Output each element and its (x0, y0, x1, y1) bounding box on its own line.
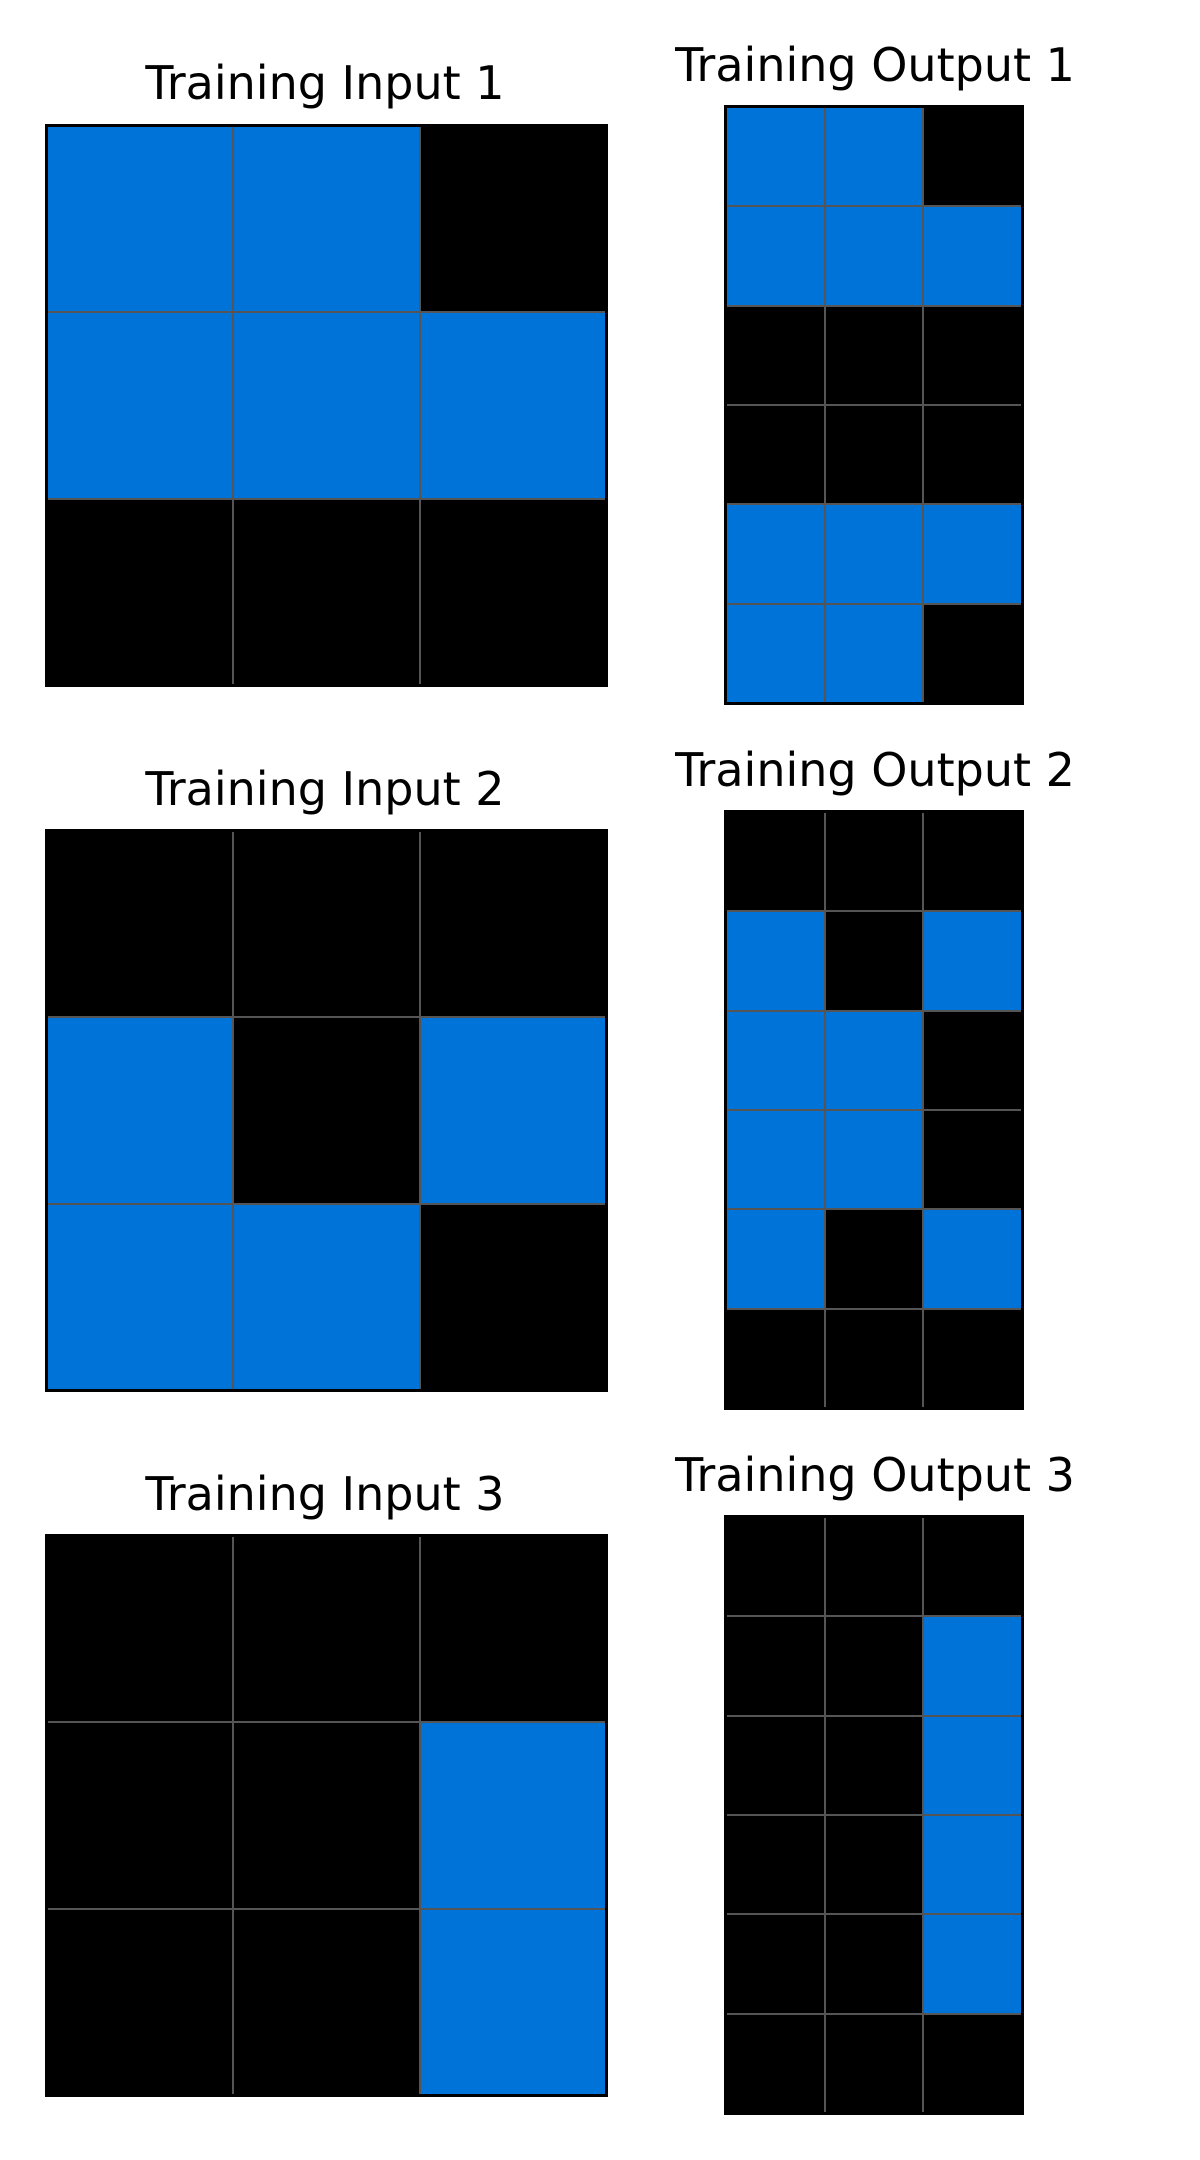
grid-cell-r5-c0 (727, 604, 824, 702)
grid-cell-r0-c1 (234, 1537, 419, 1722)
grid-cell-r0-c0 (727, 108, 824, 206)
grid-cell-r3-c0 (727, 406, 824, 504)
grid-cell-r3-c1 (825, 1816, 923, 1914)
grid-cell-r1-c0 (48, 313, 233, 498)
grid-cell-r4-c1 (825, 505, 923, 603)
grid-cell-r0-c0 (48, 1537, 233, 1722)
grid-cell-r0-c1 (234, 832, 419, 1017)
grid-cell-r2-c0 (727, 1011, 824, 1109)
grid-cell-r4-c1 (825, 1915, 923, 2013)
grid-cell-r4-c0 (727, 1210, 824, 1308)
grid-cell-r2-c2 (420, 1909, 605, 2094)
grid-cell-r1-c1 (825, 207, 923, 305)
grid-cell-r2-c2 (924, 1011, 1021, 1109)
grid-cell-r5-c2 (924, 604, 1021, 702)
grid-cell-r5-c1 (825, 1309, 923, 1407)
grid-cell-r2-c2 (420, 1204, 605, 1389)
grid-cell-r1-c2 (924, 912, 1021, 1010)
grid-cell-r2-c0 (727, 306, 824, 404)
grid-cell-r4-c1 (825, 1210, 923, 1308)
grid-cell-r1-c1 (234, 313, 419, 498)
grid-training-input-3 (45, 1534, 608, 2097)
grid-training-output-1 (724, 105, 1024, 705)
grid-cell-r4-c0 (727, 505, 824, 603)
grid-training-output-2 (724, 810, 1024, 1410)
grid-cell-r5-c0 (727, 2014, 824, 2112)
grid-cell-r0-c2 (924, 1518, 1021, 1616)
grid-cell-r3-c2 (924, 406, 1021, 504)
grid-cell-r0-c2 (420, 1537, 605, 1722)
grid-cell-r2-c2 (420, 499, 605, 684)
grid-cell-r1-c2 (420, 313, 605, 498)
panel-title-training-output-2: Training Output 2 (675, 743, 1075, 797)
grid-cell-r5-c0 (727, 1309, 824, 1407)
grid-cell-r0-c0 (727, 813, 824, 911)
grid-cell-r4-c2 (924, 1915, 1021, 2013)
grid-cell-r5-c1 (825, 604, 923, 702)
panel-title-training-input-3: Training Input 3 (145, 1467, 505, 1521)
grid-cell-r1-c2 (924, 207, 1021, 305)
grid-cell-r1-c1 (825, 1617, 923, 1715)
grid-cell-r0-c2 (420, 127, 605, 312)
grid-cell-r3-c0 (727, 1111, 824, 1209)
grid-training-input-1 (45, 124, 608, 687)
panel-title-training-input-2: Training Input 2 (145, 762, 505, 816)
grid-cell-r1-c0 (727, 912, 824, 1010)
grid-training-input-2 (45, 829, 608, 1392)
grid-cell-r2-c1 (825, 306, 923, 404)
grid-cell-r1-c0 (727, 1617, 824, 1715)
grid-cell-r2-c0 (727, 1716, 824, 1814)
grid-cell-r0-c2 (924, 813, 1021, 911)
grid-cell-r3-c0 (727, 1816, 824, 1914)
grid-cell-r1-c0 (48, 1723, 233, 1908)
grid-cell-r4-c2 (924, 505, 1021, 603)
grid-cell-r3-c2 (924, 1111, 1021, 1209)
grid-cell-r4-c2 (924, 1210, 1021, 1308)
grid-cell-r5-c2 (924, 2014, 1021, 2112)
grid-cell-r0-c0 (727, 1518, 824, 1616)
panel-title-training-output-3: Training Output 3 (675, 1448, 1075, 1502)
grid-cell-r2-c0 (48, 1909, 233, 2094)
grid-cell-r0-c1 (825, 813, 923, 911)
grid-cell-r0-c2 (924, 108, 1021, 206)
grid-cell-r5-c1 (825, 2014, 923, 2112)
grid-cell-r2-c0 (48, 499, 233, 684)
grid-cell-r3-c1 (825, 406, 923, 504)
grid-cell-r0-c0 (48, 832, 233, 1017)
grid-cell-r0-c1 (234, 127, 419, 312)
grid-cell-r2-c1 (234, 499, 419, 684)
grid-cell-r3-c2 (924, 1816, 1021, 1914)
grid-cell-r1-c1 (234, 1018, 419, 1203)
grid-cell-r1-c0 (727, 207, 824, 305)
grid-cell-r2-c2 (924, 306, 1021, 404)
grid-cell-r1-c2 (924, 1617, 1021, 1715)
grid-cell-r2-c2 (924, 1716, 1021, 1814)
grid-cell-r2-c1 (825, 1716, 923, 1814)
panel-title-training-output-1: Training Output 1 (675, 38, 1075, 92)
grid-cell-r1-c0 (48, 1018, 233, 1203)
panel-title-training-input-1: Training Input 1 (145, 56, 505, 110)
grid-cell-r1-c2 (420, 1018, 605, 1203)
grid-cell-r3-c1 (825, 1111, 923, 1209)
grid-cell-r0-c1 (825, 108, 923, 206)
grid-cell-r2-c1 (825, 1011, 923, 1109)
grid-cell-r1-c2 (420, 1723, 605, 1908)
grid-cell-r2-c1 (234, 1204, 419, 1389)
grid-cell-r2-c0 (48, 1204, 233, 1389)
grid-cell-r0-c0 (48, 127, 233, 312)
grid-cell-r0-c2 (420, 832, 605, 1017)
grid-cell-r1-c1 (825, 912, 923, 1010)
grid-cell-r1-c1 (234, 1723, 419, 1908)
grid-cell-r0-c1 (825, 1518, 923, 1616)
grid-cell-r4-c0 (727, 1915, 824, 2013)
grid-cell-r2-c1 (234, 1909, 419, 2094)
grid-cell-r5-c2 (924, 1309, 1021, 1407)
grid-training-output-3 (724, 1515, 1024, 2115)
